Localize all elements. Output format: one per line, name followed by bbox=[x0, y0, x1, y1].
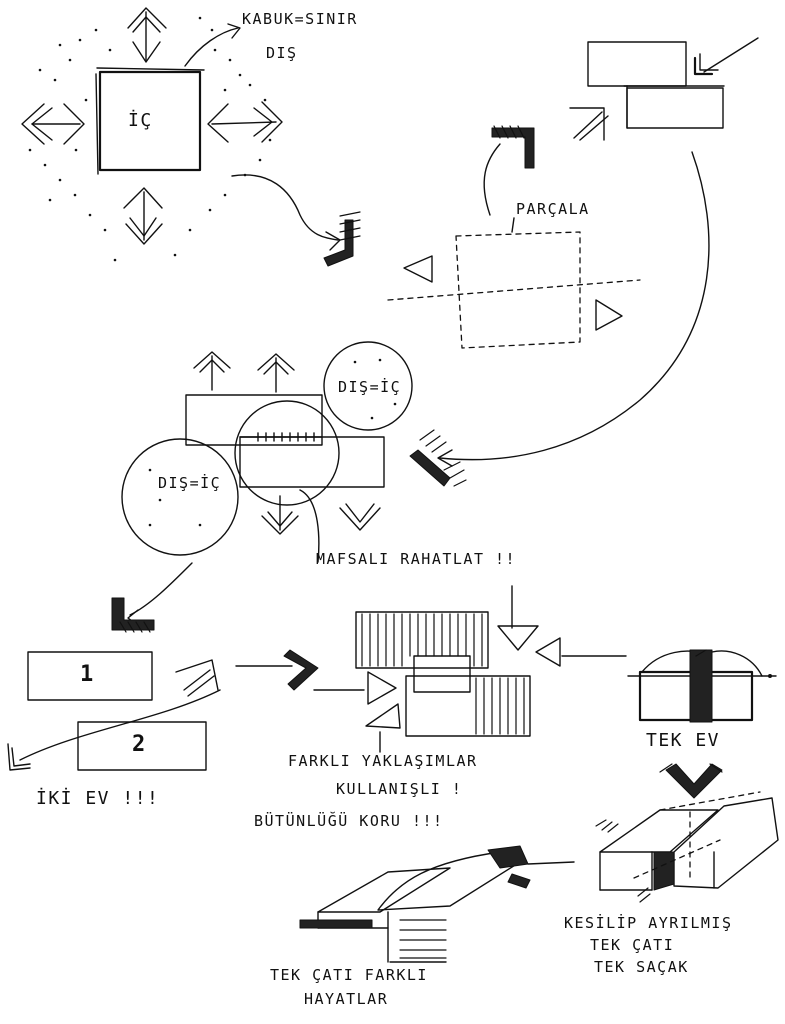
down-arrow-icon bbox=[261, 495, 299, 535]
label-tek-cati-right: TEK ÇATI bbox=[590, 936, 675, 954]
label-kesilip: KESİLİP AYRILMIŞ bbox=[564, 914, 733, 932]
single-house-sketch bbox=[627, 649, 777, 723]
label-iki-ev: İKİ EV !!! bbox=[36, 788, 160, 809]
up-arrow-icon bbox=[257, 353, 295, 393]
label-box-1: 1 bbox=[80, 662, 95, 687]
label-hayatlar: HAYATLAR bbox=[304, 990, 389, 1008]
label-tek-ev: TEK EV bbox=[646, 730, 721, 751]
label-dis: DIŞ bbox=[266, 44, 298, 62]
label-farkli: FARKLI YAKLAŞIMLAR bbox=[288, 752, 478, 770]
label-ic: İÇ bbox=[128, 110, 153, 131]
label-tek-sacak: TEK SAÇAK bbox=[594, 958, 689, 976]
up-arrow-icon bbox=[127, 7, 167, 63]
joint-sketch bbox=[121, 341, 467, 625]
split-house-sketch bbox=[595, 791, 779, 903]
label-dis-ic-top: DIŞ=İÇ bbox=[338, 378, 402, 396]
down-arrow-icon bbox=[339, 503, 381, 531]
hatched-corner-icon bbox=[111, 597, 155, 633]
fragment-sketch bbox=[387, 217, 641, 349]
down-arrow-icon bbox=[659, 763, 723, 799]
roof-house-sketch bbox=[299, 845, 575, 963]
up-arrow-icon bbox=[193, 351, 231, 391]
hatched-corner-icon bbox=[409, 429, 467, 487]
label-butunlugu: BÜTÜNLÜĞÜ KORU !!! bbox=[254, 812, 444, 830]
hatched-corner-icon bbox=[323, 211, 361, 267]
label-dis-ic-left: DIŞ=İÇ bbox=[158, 474, 222, 492]
approach-sketch bbox=[313, 585, 627, 753]
label-parcala: PARÇALA bbox=[516, 200, 590, 218]
down-arrow-icon bbox=[123, 187, 163, 245]
two-houses-sketch bbox=[7, 651, 221, 771]
right-arrow-icon bbox=[207, 101, 283, 143]
hatched-corner-icon bbox=[283, 649, 319, 691]
label-kabuk: KABUK=SINIR bbox=[242, 10, 358, 28]
scatter-dots bbox=[28, 16, 272, 262]
offset-boxes-sketch bbox=[569, 37, 759, 141]
label-tek-cati-farkli: TEK ÇATI FARKLI bbox=[270, 966, 428, 984]
left-arrow-icon bbox=[21, 103, 85, 145]
label-box-2: 2 bbox=[132, 732, 147, 757]
shell-boundary-sketch bbox=[21, 7, 283, 262]
hatched-corner-icon bbox=[491, 125, 535, 169]
label-mafsali: MAFSALI RAHATLAT !! bbox=[316, 550, 517, 568]
label-kullanisli: KULLANIŞLI ! bbox=[336, 780, 463, 798]
